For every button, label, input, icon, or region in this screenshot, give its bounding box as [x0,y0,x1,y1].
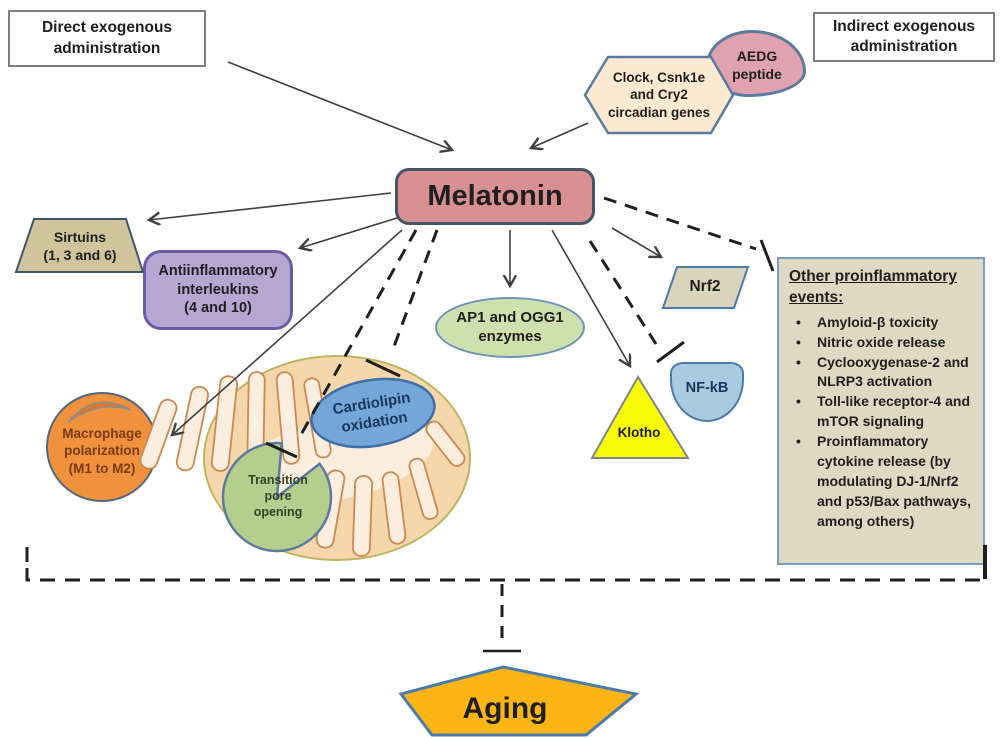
dash-melatonin-to-nfkb [588,240,658,345]
list-item: Cyclooxygenase-2 and NLRP3 activation [789,353,973,393]
aedg-peptide-label: AEDG peptide [732,47,782,82]
macrophage-label: Macrophage polarization (M1 to M2) [62,425,142,476]
melatonin-label: Melatonin [427,179,563,212]
nrf2-label: Nrf2 [689,278,721,296]
arrow-clockgenes-to-melatonin [531,122,589,148]
list-item: Proinflammatory cytokine release (by mod… [789,432,973,531]
cardiolipin-ellipse [310,377,436,449]
proinflammatory-list: Amyloid-β toxicity Nitric oxide release … [789,313,973,532]
bracket-horizontal [25,568,986,582]
proinflammatory-panel: Other proinflammatory events: Amyloid-β … [777,257,985,565]
indirect-administration-label: Indirect exogenous administration [832,17,976,55]
nrf2-parallelogram [661,266,750,309]
solid-arrows [149,61,661,435]
tbar-panel [759,239,775,272]
direct-administration-box [8,10,206,67]
direct-administration-label: Direct exogenous administration [41,19,173,57]
arrow-melatonin-to-sirtuins [149,192,392,220]
klotho-label: Klotho [617,425,661,441]
list-item: Amyloid-β toxicity [789,313,973,333]
tbar-pore [265,441,298,459]
interleukins-node [143,250,293,330]
sirtuins-trapezoid [14,218,145,273]
arrow-direct-to-melatonin [227,61,452,150]
dash-melatonin-to-panel [603,196,757,251]
macrophage-node [46,392,158,502]
list-item: Toll-like receptor-4 and mTOR signaling [789,392,973,432]
proinflammatory-panel-title: Other proinflammatory events: [789,268,957,306]
list-item: Nitric oxide release [789,333,973,353]
melatonin-node [395,168,595,225]
transition-pore-label: Transition pore opening [248,472,308,520]
arrow-melatonin-to-klotho [551,229,630,366]
sirtuins-label: Sirtuins (1, 3 and 6) [43,228,117,263]
ap1-ogg1-label: AP1 and OGG1 enzymes [456,308,564,346]
aging-pentagon [398,665,640,737]
dash-melatonin-to-pore [296,229,418,441]
transition-pore-shape [221,441,333,553]
klotho-triangle [590,375,690,459]
arrow-melatonin-to-nrf2 [611,227,661,257]
nfkb-label: NF-kB [685,379,729,396]
interleukins-label: Antiinflammatory interleukins (4 and 10) [158,262,278,317]
aging-label: Aging [462,691,548,725]
inhibition-lines [25,196,987,653]
indirect-administration-box [813,12,995,62]
dash-melatonin-to-cardiolipin [390,229,439,353]
clock-genes-label: Clock, Csnk1e and Cry2 circadian genes [607,69,711,120]
ap1-ogg1-node [435,297,585,358]
arrow-melatonin-to-macrophage [172,229,403,435]
tbar-cardiolipin [365,358,401,378]
macrophage-crescent [67,401,132,423]
clock-genes-hexagon [583,55,735,135]
mitochondrion [139,355,471,561]
tbar-nfkb [656,340,685,364]
arrow-melatonin-to-interleukins [300,217,398,248]
